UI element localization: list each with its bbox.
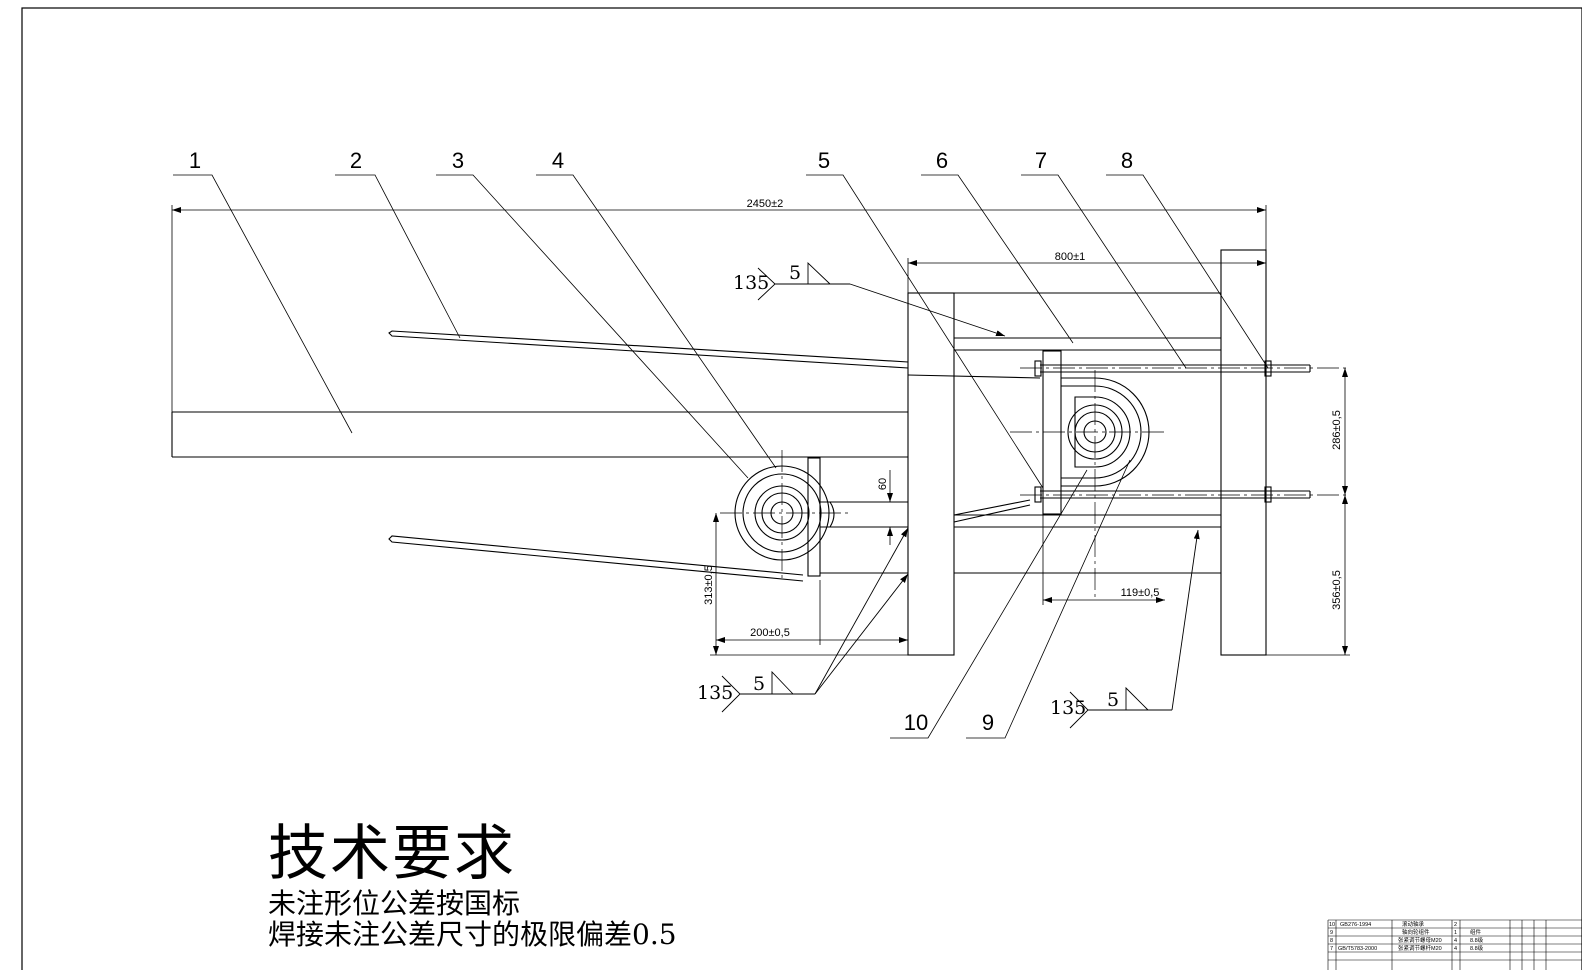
weld-size-top: 5 (789, 262, 801, 284)
balloon-8: 8 (1121, 148, 1133, 173)
weld-size-bottom-left: 5 (753, 673, 765, 695)
drawing-border (21, 7, 1582, 970)
weld-symbol-top (757, 261, 1006, 337)
balloon-1: 1 (189, 148, 201, 173)
main-beam (171, 411, 908, 458)
mounting-plate (907, 292, 955, 656)
tech-title: 技术要求 (268, 819, 516, 889)
bom-row-name: 张紧调节螺杆M20 (1398, 944, 1442, 952)
weld-symbol-bottom-left (721, 527, 909, 713)
balloon-2: 2 (350, 148, 362, 173)
dim-lower-height: 356±0,5 (1331, 570, 1343, 610)
balloon-5: 5 (818, 148, 830, 173)
bom-row-material: 8.8级 (1470, 936, 1484, 944)
technical-requirements: 技术要求 未注形位公差按国标 焊接未注公差尺寸的极限偏差0.5 (268, 820, 677, 950)
bom-row-name: 张紧调节螺母M20 (1398, 936, 1442, 944)
balloon-4: 4 (552, 148, 564, 173)
drive-pulley (734, 457, 908, 577)
tech-line-1: 未注形位公差按国标 (268, 887, 521, 920)
weld-symbol-bottom-right (1069, 529, 1200, 729)
dim-upper-height: 286±0,5 (1331, 410, 1343, 450)
bom-row-material: 8.8级 (1470, 944, 1484, 952)
adjusting-screws (1034, 360, 1311, 503)
bom-row-material: 组件 (1470, 928, 1482, 936)
balloon-leaders (173, 174, 1269, 739)
dim-overall: 2450±2 (747, 198, 784, 210)
dim-axle-gap: 60 (877, 478, 889, 490)
balloon-6: 6 (936, 148, 948, 173)
balloon-3: 3 (452, 148, 464, 173)
weld-angle-bottom-right: 135 (1050, 697, 1086, 719)
dim-pulley-offset: 200±0,5 (750, 627, 790, 639)
parts-list: 10 GB276-1994 滚动轴承 2 9 轴向轮组件 1 组件 8 张紧调节… (1327, 919, 1582, 970)
adjusting-plate (1042, 350, 1062, 515)
bom-row-no: 10 (1329, 922, 1335, 928)
center-lines (720, 367, 1350, 600)
dim-frame-width: 800±1 (1055, 251, 1086, 263)
bom-row-qty: 4 (1454, 946, 1457, 952)
bom-row-code: GB/T5783-2000 (1338, 946, 1377, 952)
balloon-10: 10 (904, 710, 928, 735)
balloon-9: 9 (982, 710, 994, 735)
frame-top-bar (954, 292, 1221, 351)
bom-row-qty: 1 (1454, 930, 1457, 936)
bom-row-no: 8 (1330, 938, 1333, 944)
bom-row-name: 轴向轮组件 (1402, 928, 1430, 936)
frame-bottom-bar (953, 499, 1221, 574)
balloon-7: 7 (1035, 148, 1047, 173)
lower-beam (820, 526, 908, 574)
bom-row-qty: 2 (1454, 922, 1457, 928)
weld-angle-top: 135 (733, 272, 769, 294)
weld-angle-bottom-left: 135 (697, 682, 733, 704)
bom-row-no: 9 (1330, 930, 1333, 936)
dim-roller-offset: 119±0,5 (1121, 587, 1160, 599)
tech-line-2: 焊接未注公差尺寸的极限偏差0.5 (268, 918, 677, 951)
end-plate (1220, 249, 1267, 656)
tension-rods (388, 330, 1041, 582)
weld-size-bottom-right: 5 (1107, 689, 1119, 711)
bom-row-name: 滚动轴承 (1402, 920, 1425, 928)
dim-pulley-height: 313±0,5 (703, 565, 715, 605)
bom-row-qty: 4 (1454, 938, 1457, 944)
bom-row-code: GB276-1994 (1340, 922, 1371, 928)
bom-row-no: 7 (1330, 946, 1333, 952)
